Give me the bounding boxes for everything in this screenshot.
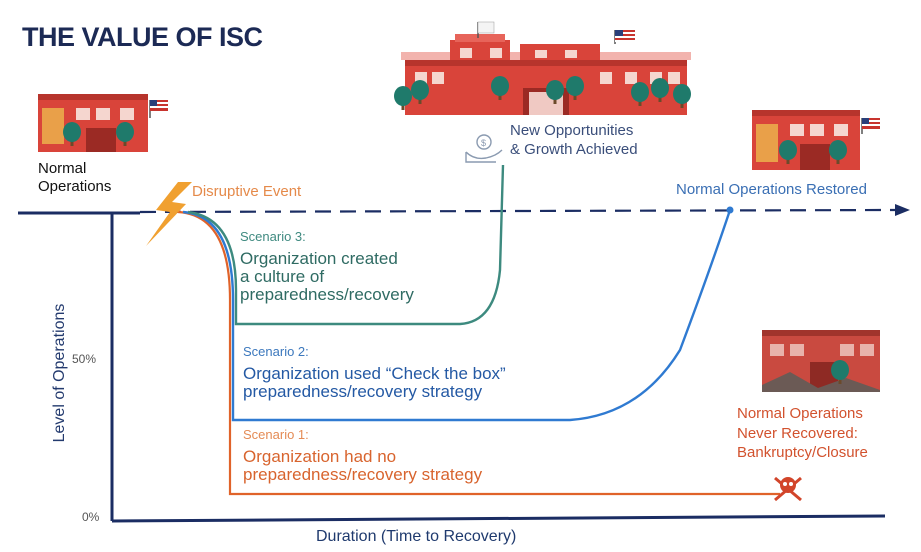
never-recovered-line-2: Never Recovered: — [737, 424, 858, 442]
scenario-2-line-2: preparedness/recovery strategy — [243, 381, 483, 401]
lightning-icon — [146, 182, 192, 246]
scenario-1-label: Scenario 1: — [243, 427, 309, 442]
scenario-3-line-3: preparedness/recovery — [240, 284, 414, 304]
money-hand-icon: $ — [465, 134, 503, 163]
page-title: THE VALUE OF ISC — [22, 22, 263, 52]
new-opportunities-line-1: New Opportunities — [510, 122, 634, 139]
growth-building-icon — [394, 21, 691, 115]
closed-building-icon — [762, 330, 880, 392]
normal-operations-line-1: Normal — [38, 160, 87, 177]
scenario-3-line-2: a culture of — [240, 266, 325, 286]
scenario-3-text: Organization created a culture of prepar… — [240, 250, 414, 304]
scenario-3-line-1: Organization created — [240, 249, 398, 268]
never-recovered-label: Normal Operations Never Recovered: Bankr… — [737, 404, 868, 463]
us-flag-icon — [862, 118, 880, 129]
scenario-3-curve — [187, 164, 505, 326]
scenario-3-label: Scenario 3: — [240, 229, 306, 244]
normal-building-icon — [38, 94, 168, 152]
scenario-2-label: Scenario 2: — [243, 344, 309, 359]
scenario-2-curve — [182, 209, 732, 422]
normal-level-dashed — [139, 208, 896, 214]
us-flag-icon — [615, 30, 635, 42]
skull-crossbones-icon — [774, 476, 802, 502]
never-recovered-line-3: Bankruptcy/Closure — [737, 444, 868, 461]
restored-point — [726, 206, 734, 214]
svg-text:$: $ — [481, 138, 486, 148]
normal-restored-label: Normal Operations Restored — [676, 181, 867, 198]
normal-operations-label: Normal Operations — [38, 160, 111, 196]
disruptive-event-label: Disruptive Event — [192, 183, 302, 200]
restored-building-icon — [752, 110, 880, 170]
us-flag-icon — [150, 100, 168, 111]
scenario-1-line-2: preparedness/recovery strategy — [243, 464, 483, 484]
scenario-2-line-1: Organization used “Check the box” — [243, 364, 506, 383]
x-axis — [111, 514, 886, 523]
y-tick-0: 0% — [82, 510, 100, 524]
normal-operations-line-2: Operations — [38, 178, 112, 195]
scenario-2-text: Organization used “Check the box” prepar… — [243, 365, 506, 401]
x-axis-label: Duration (Time to Recovery) — [316, 528, 517, 545]
new-opportunities-label: New Opportunities & Growth Achieved — [510, 122, 638, 160]
scenario-1-text: Organization had no preparedness/recover… — [243, 448, 482, 484]
new-opportunities-line-2: & Growth Achieved — [510, 140, 638, 158]
never-recovered-line-1: Normal Operations — [737, 405, 863, 422]
scenario-1-line-1: Organization had no — [243, 447, 397, 466]
arrow-head — [895, 204, 910, 216]
y-tick-50: 50% — [72, 352, 97, 366]
y-axis-label: Level of Operations — [50, 303, 68, 443]
